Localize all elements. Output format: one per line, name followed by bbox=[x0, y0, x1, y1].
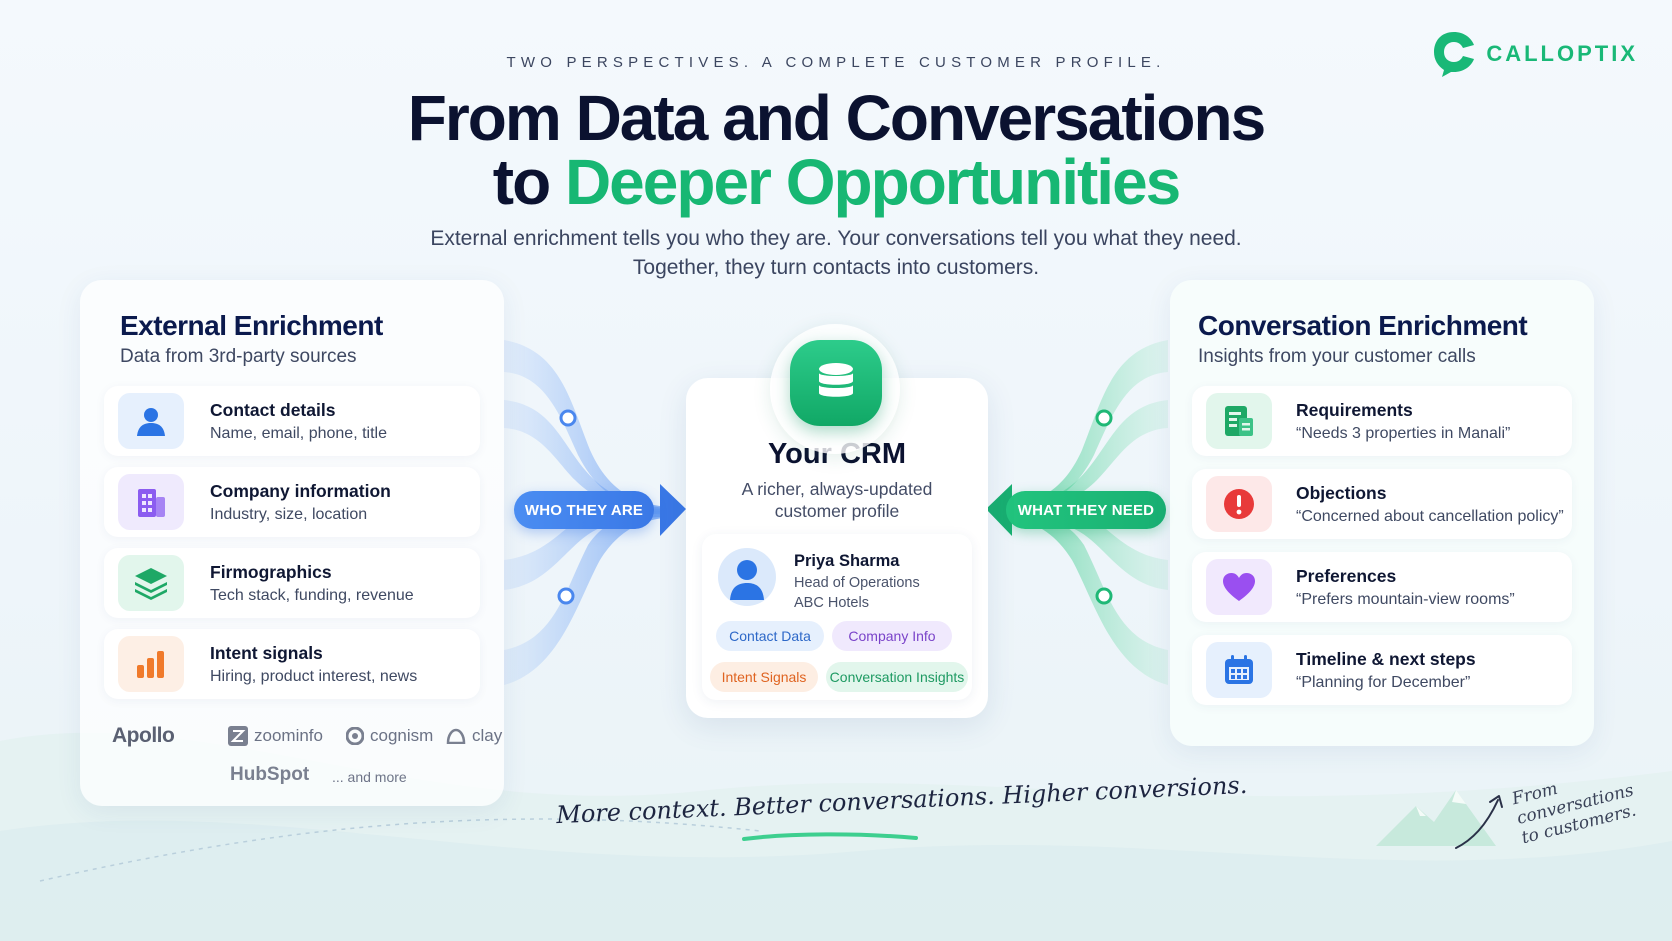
left-ribbon-bottom bbox=[504, 510, 676, 685]
who-they-are-label: WHO THEY ARE bbox=[514, 491, 654, 529]
item-desc: Industry, size, location bbox=[210, 506, 368, 523]
conversation-item-objections[interactable]: Objections “Concerned about cancellation… bbox=[1192, 469, 1572, 539]
item-desc: Name, email, phone, title bbox=[210, 425, 387, 442]
conversation-panel-subtitle: Insights from your customer calls bbox=[1198, 346, 1476, 367]
conversation-item-requirements[interactable]: Requirements “Needs 3 properties in Mana… bbox=[1192, 386, 1572, 456]
crm-card: Your CRM A richer, always-updated custom… bbox=[686, 378, 988, 718]
item-title: Requirements bbox=[1296, 400, 1413, 420]
profile-name: Priya Sharma bbox=[794, 552, 900, 570]
profile-role: Head of Operations bbox=[794, 575, 920, 591]
external-enrichment-panel: External Enrichment Data from 3rd-party … bbox=[80, 280, 504, 806]
right-node-bottom bbox=[1095, 587, 1113, 605]
title-highlight: Deeper Opportunities bbox=[564, 146, 1181, 218]
conversation-panel-title: Conversation Enrichment bbox=[1198, 310, 1528, 341]
item-title: Timeline & next steps bbox=[1296, 649, 1476, 669]
title-line-2: to Deeper Opportunities bbox=[0, 150, 1672, 214]
item-title: Company information bbox=[210, 481, 391, 501]
left-node-bottom bbox=[557, 587, 575, 605]
right-ribbon-bottom bbox=[996, 510, 1168, 685]
tag-conversation-insights[interactable]: Conversation Insights bbox=[826, 662, 968, 692]
brand-apollo: Apollo bbox=[112, 724, 175, 747]
crm-subtitle-line-2: customer profile bbox=[774, 501, 900, 521]
building-icon bbox=[118, 474, 184, 530]
bar-chart-icon bbox=[118, 636, 184, 692]
crm-subtitle: A richer, always-updated customer profil… bbox=[686, 478, 988, 522]
clay-icon bbox=[446, 728, 466, 744]
subtitle-line-2: Together, they turn contacts into custom… bbox=[632, 256, 1040, 279]
item-desc: “Prefers mountain-view rooms” bbox=[1296, 591, 1515, 608]
logo-text: CALLOPTIX bbox=[1486, 41, 1638, 66]
title-prefix: to bbox=[492, 146, 565, 218]
external-panel-subtitle: Data from 3rd-party sources bbox=[120, 346, 357, 367]
item-desc: “Needs 3 properties in Manali” bbox=[1296, 425, 1511, 442]
layers-icon bbox=[118, 555, 184, 611]
conversation-item-timeline[interactable]: Timeline & next steps “Planning for Dece… bbox=[1192, 635, 1572, 705]
external-panel-title: External Enrichment bbox=[120, 310, 383, 341]
document-icon bbox=[1206, 393, 1272, 449]
right-ribbon-top bbox=[996, 340, 1168, 514]
left-ribbon-top bbox=[504, 340, 676, 514]
item-title: Firmographics bbox=[210, 562, 332, 582]
curved-arrow-icon bbox=[1455, 795, 1503, 849]
item-title: Contact details bbox=[210, 400, 336, 420]
zoominfo-icon bbox=[228, 726, 248, 746]
left-arrow-head bbox=[660, 484, 686, 536]
tag-intent-signals[interactable]: Intent Signals bbox=[710, 662, 818, 692]
title-line-1: From Data and Conversations bbox=[407, 82, 1266, 154]
brand-hubspot: HubSpot bbox=[230, 764, 310, 785]
subtitle-line-1: External enrichment tells you who they a… bbox=[430, 227, 1242, 250]
brand-clay-label: clay bbox=[472, 726, 503, 745]
conversation-item-preferences[interactable]: Preferences “Prefers mountain-view rooms… bbox=[1192, 552, 1572, 622]
brand-zoominfo-label: zoominfo bbox=[254, 726, 323, 745]
conversation-enrichment-panel: Conversation Enrichment Insights from yo… bbox=[1170, 280, 1594, 746]
avatar bbox=[718, 548, 776, 606]
brand-cognism: cognism bbox=[346, 726, 433, 746]
avatar-person-icon bbox=[730, 560, 764, 600]
brand-cognism-label: cognism bbox=[370, 726, 434, 745]
item-title: Objections bbox=[1296, 483, 1387, 503]
item-desc: Tech stack, funding, revenue bbox=[210, 587, 414, 604]
external-item-contact-details[interactable]: Contact details Name, email, phone, titl… bbox=[104, 386, 480, 456]
brand-zoominfo: zoominfo bbox=[228, 726, 323, 746]
item-title: Preferences bbox=[1296, 566, 1397, 586]
right-node-top bbox=[1095, 409, 1113, 427]
calloptix-logo-icon bbox=[1434, 32, 1475, 77]
customer-profile-card[interactable]: Priya Sharma Head of Operations ABC Hote… bbox=[702, 534, 972, 700]
mountain-icon bbox=[1376, 790, 1496, 846]
tag-contact-data[interactable]: Contact Data bbox=[716, 621, 824, 651]
profile-company: ABC Hotels bbox=[794, 595, 869, 611]
tag-company-info[interactable]: Company Info bbox=[832, 621, 952, 651]
item-title: Intent signals bbox=[210, 643, 323, 663]
data-source-brands: Apollo zoominfo cognism clay HubSpot ...… bbox=[110, 720, 502, 800]
external-item-company-information[interactable]: Company information Industry, size, loca… bbox=[104, 467, 480, 537]
tagline-underline bbox=[742, 832, 918, 841]
left-node-top bbox=[559, 409, 577, 427]
item-desc: “Concerned about cancellation policy” bbox=[1296, 508, 1564, 525]
crm-subtitle-line-1: A richer, always-updated bbox=[741, 479, 933, 499]
alert-icon bbox=[1206, 476, 1272, 532]
calendar-icon bbox=[1206, 642, 1272, 698]
what-they-need-label: WHAT THEY NEED bbox=[1006, 491, 1166, 529]
database-icon bbox=[790, 340, 882, 426]
person-icon bbox=[118, 393, 184, 449]
cognism-icon bbox=[346, 727, 364, 745]
brand-clay: clay bbox=[446, 726, 502, 746]
page-title: From Data and Conversations to Deeper Op… bbox=[0, 86, 1672, 214]
brands-more: ... and more bbox=[332, 769, 407, 785]
page-subtitle: External enrichment tells you who they a… bbox=[0, 224, 1672, 282]
item-desc: Hiring, product interest, news bbox=[210, 668, 418, 685]
heart-icon bbox=[1206, 559, 1272, 615]
external-item-firmographics[interactable]: Firmographics Tech stack, funding, reven… bbox=[104, 548, 480, 618]
eyebrow-text: TWO PERSPECTIVES. A COMPLETE CUSTOMER PR… bbox=[506, 54, 1166, 71]
brand-logo[interactable]: CALLOPTIX bbox=[1432, 30, 1638, 78]
item-desc: “Planning for December” bbox=[1296, 674, 1471, 691]
external-item-intent-signals[interactable]: Intent signals Hiring, product interest,… bbox=[104, 629, 480, 699]
